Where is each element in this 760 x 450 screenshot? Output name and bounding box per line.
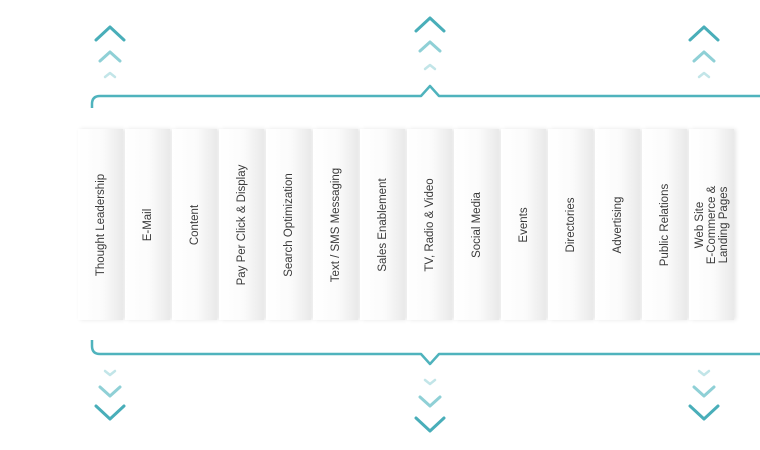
- chevron-up-icon: [94, 25, 126, 79]
- bottom-bracket: [90, 340, 760, 366]
- panel-events: Events: [501, 129, 546, 320]
- top-bracket: [90, 84, 760, 108]
- chevron-down-icon: [414, 378, 446, 433]
- panel-label: Thought Leadership: [94, 173, 107, 276]
- panel-label: Text / SMS Messaging: [329, 167, 342, 282]
- panel-public-relations: Public Relations: [642, 129, 687, 320]
- chevron-down-icon: [688, 369, 720, 421]
- panel-label: Web Site E-Commerce & Landing Pages: [693, 185, 730, 264]
- panel-advertising: Advertising: [595, 129, 640, 320]
- panel-label: Sales Enablement: [376, 177, 389, 272]
- panel-tv-radio-video: TV, Radio & Video: [407, 129, 452, 320]
- panel-label: TV, Radio & Video: [423, 177, 436, 272]
- panel-web-site: Web Site E-Commerce & Landing Pages: [689, 129, 734, 320]
- panel-label: Directories: [564, 197, 577, 252]
- chevron-up-icon: [414, 16, 446, 71]
- panel-content: Content: [172, 129, 217, 320]
- panel-label: Social Media: [470, 191, 483, 258]
- panel-label: Public Relations: [658, 183, 671, 266]
- panel-label: E-Mail: [141, 208, 154, 241]
- chevron-up-icon: [688, 25, 720, 79]
- panel-label: Pay Per Click & Display: [235, 164, 248, 285]
- panel-search-optimization: Search Optimization: [266, 129, 311, 320]
- panel-thought-leadership: Thought Leadership: [78, 129, 123, 320]
- panel-email: E-Mail: [125, 129, 170, 320]
- chevron-down-icon: [94, 369, 126, 421]
- panel-directories: Directories: [548, 129, 593, 320]
- panel-label: Search Optimization: [282, 172, 295, 277]
- panel-pay-per-click: Pay Per Click & Display: [219, 129, 264, 320]
- panel-label: Advertising: [611, 196, 624, 253]
- panel-label: Events: [517, 206, 530, 243]
- panel-text-sms: Text / SMS Messaging: [313, 129, 358, 320]
- channel-panel-strip: Thought Leadership E-Mail Content Pay Pe…: [78, 129, 760, 320]
- panel-label: Content: [188, 204, 201, 245]
- panel-sales-enablement: Sales Enablement: [360, 129, 405, 320]
- panel-social-media: Social Media: [454, 129, 499, 320]
